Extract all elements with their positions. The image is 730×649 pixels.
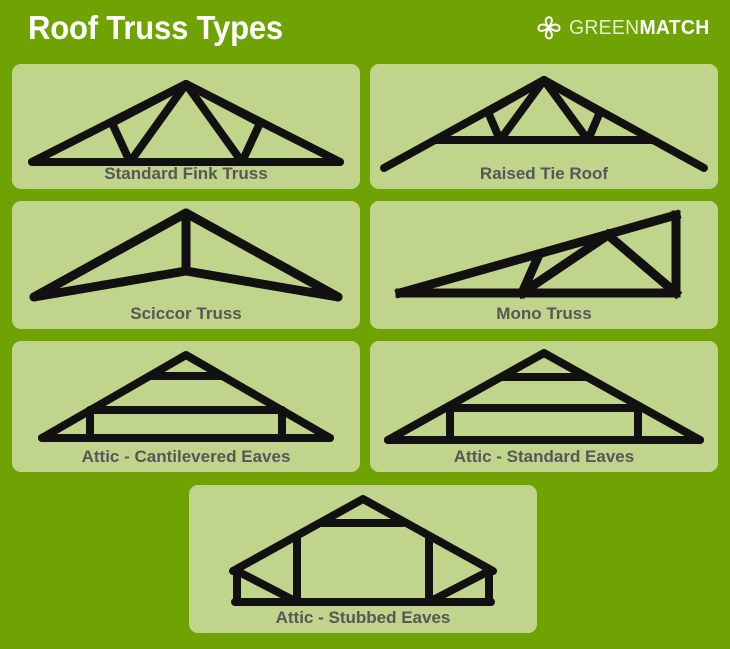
truss-diagram-mono (394, 209, 683, 300)
truss-diagram-sciccor (29, 208, 343, 302)
truss-card-attic-standard-eaves: Attic - Standard Eaves (370, 341, 718, 472)
brand-wordmark: GREENMATCH (569, 15, 710, 41)
truss-card-sciccor: Sciccor Truss (12, 201, 360, 329)
truss-card-label: Mono Truss (496, 304, 592, 323)
truss-card-attic-stubbed-eaves: Attic - Stubbed Eaves (189, 485, 537, 633)
truss-diagram-standard-fink (28, 80, 344, 166)
truss-diagram-attic-stubbed-eaves (229, 495, 497, 606)
poster-header: Roof Truss Types GREENMATCH (0, 0, 730, 62)
truss-card-label: Standard Fink Truss (104, 164, 268, 183)
truss-card-label: Raised Tie Roof (479, 164, 609, 183)
truss-diagram-raised-tie-roof (380, 76, 708, 172)
truss-card-mono: Mono Truss (370, 201, 718, 329)
page-title: Roof Truss Types (28, 9, 283, 46)
truss-diagram-attic-cantilevered-eaves (38, 351, 334, 442)
truss-card-attic-cantilevered-eaves: Attic - Cantilevered Eaves (12, 341, 360, 472)
brand-logo: GREENMATCH (536, 14, 714, 42)
truss-card-label: Attic - Stubbed Eaves (275, 608, 451, 627)
truss-card-label: Sciccor Truss (130, 304, 242, 323)
truss-card-label: Attic - Cantilevered Eaves (81, 447, 291, 466)
truss-card-standard-fink: Standard Fink Truss (12, 64, 360, 189)
brand-word-green: GREEN (569, 17, 640, 39)
truss-card-raised-tie-roof: Raised Tie Roof (370, 64, 718, 189)
brand-word-match: MATCH (639, 17, 710, 39)
truss-diagram-attic-standard-eaves (384, 349, 704, 444)
four-petal-flower-icon (537, 16, 561, 40)
truss-card-label: Attic - Standard Eaves (453, 447, 635, 466)
